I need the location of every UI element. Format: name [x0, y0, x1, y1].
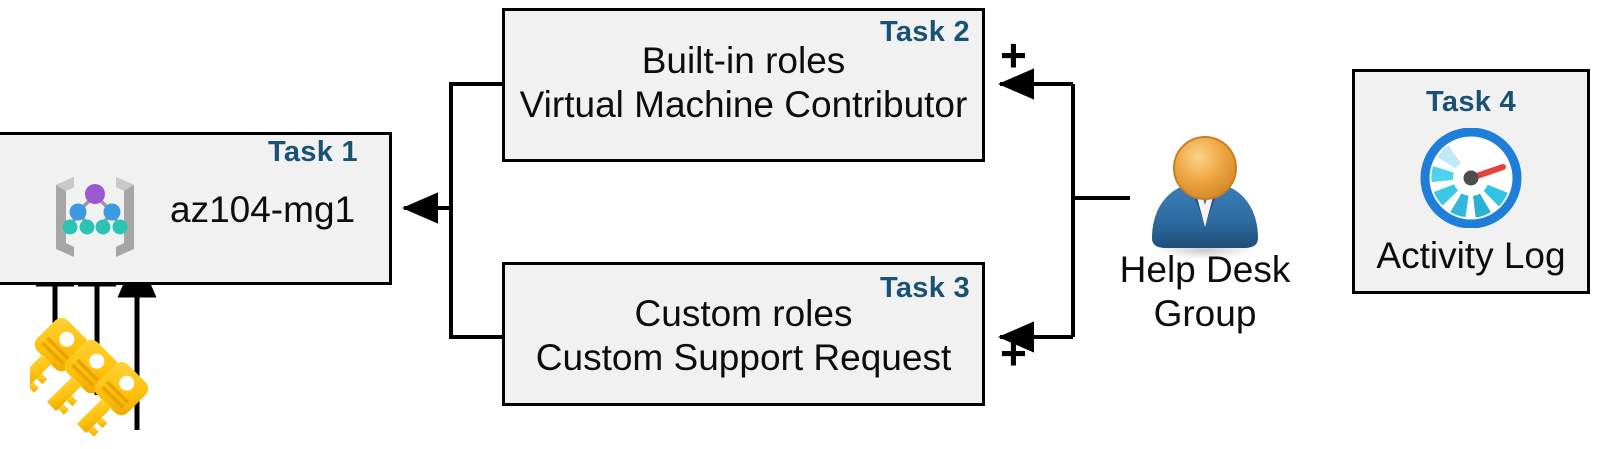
help-desk-label-line-1: Help Desk — [1119, 249, 1291, 290]
activity-log-gauge-icon — [1407, 127, 1535, 229]
task-4-label: Task 4 — [1426, 86, 1516, 118]
left-bracket-connector — [402, 82, 502, 339]
task-1-label: Task 1 — [268, 136, 358, 168]
task-2-line-1: Built-in roles — [641, 40, 846, 81]
plus-operator-bottom: + — [1000, 327, 1027, 379]
task-1-box[interactable] — [0, 132, 392, 285]
task-2-label: Task 2 — [880, 16, 970, 48]
task-3-line-2: Custom Support Request — [535, 337, 952, 378]
help-desk-label-line-2: Group — [1153, 293, 1257, 334]
task-2-line-2: Virtual Machine Contributor — [519, 84, 968, 125]
task-3-label: Task 3 — [880, 272, 970, 304]
help-desk-user-icon[interactable] — [1130, 135, 1280, 260]
task-3-box[interactable] — [502, 262, 985, 406]
task-4-text: Activity Log — [1376, 235, 1566, 276]
management-group-icon — [44, 163, 146, 263]
keys-icon — [16, 306, 175, 449]
task-2-box[interactable] — [502, 8, 985, 162]
plus-operator-top: + — [1000, 29, 1027, 81]
task-1-text: az104-mg1 — [170, 189, 356, 230]
task-3-line-1: Custom roles — [634, 293, 853, 334]
